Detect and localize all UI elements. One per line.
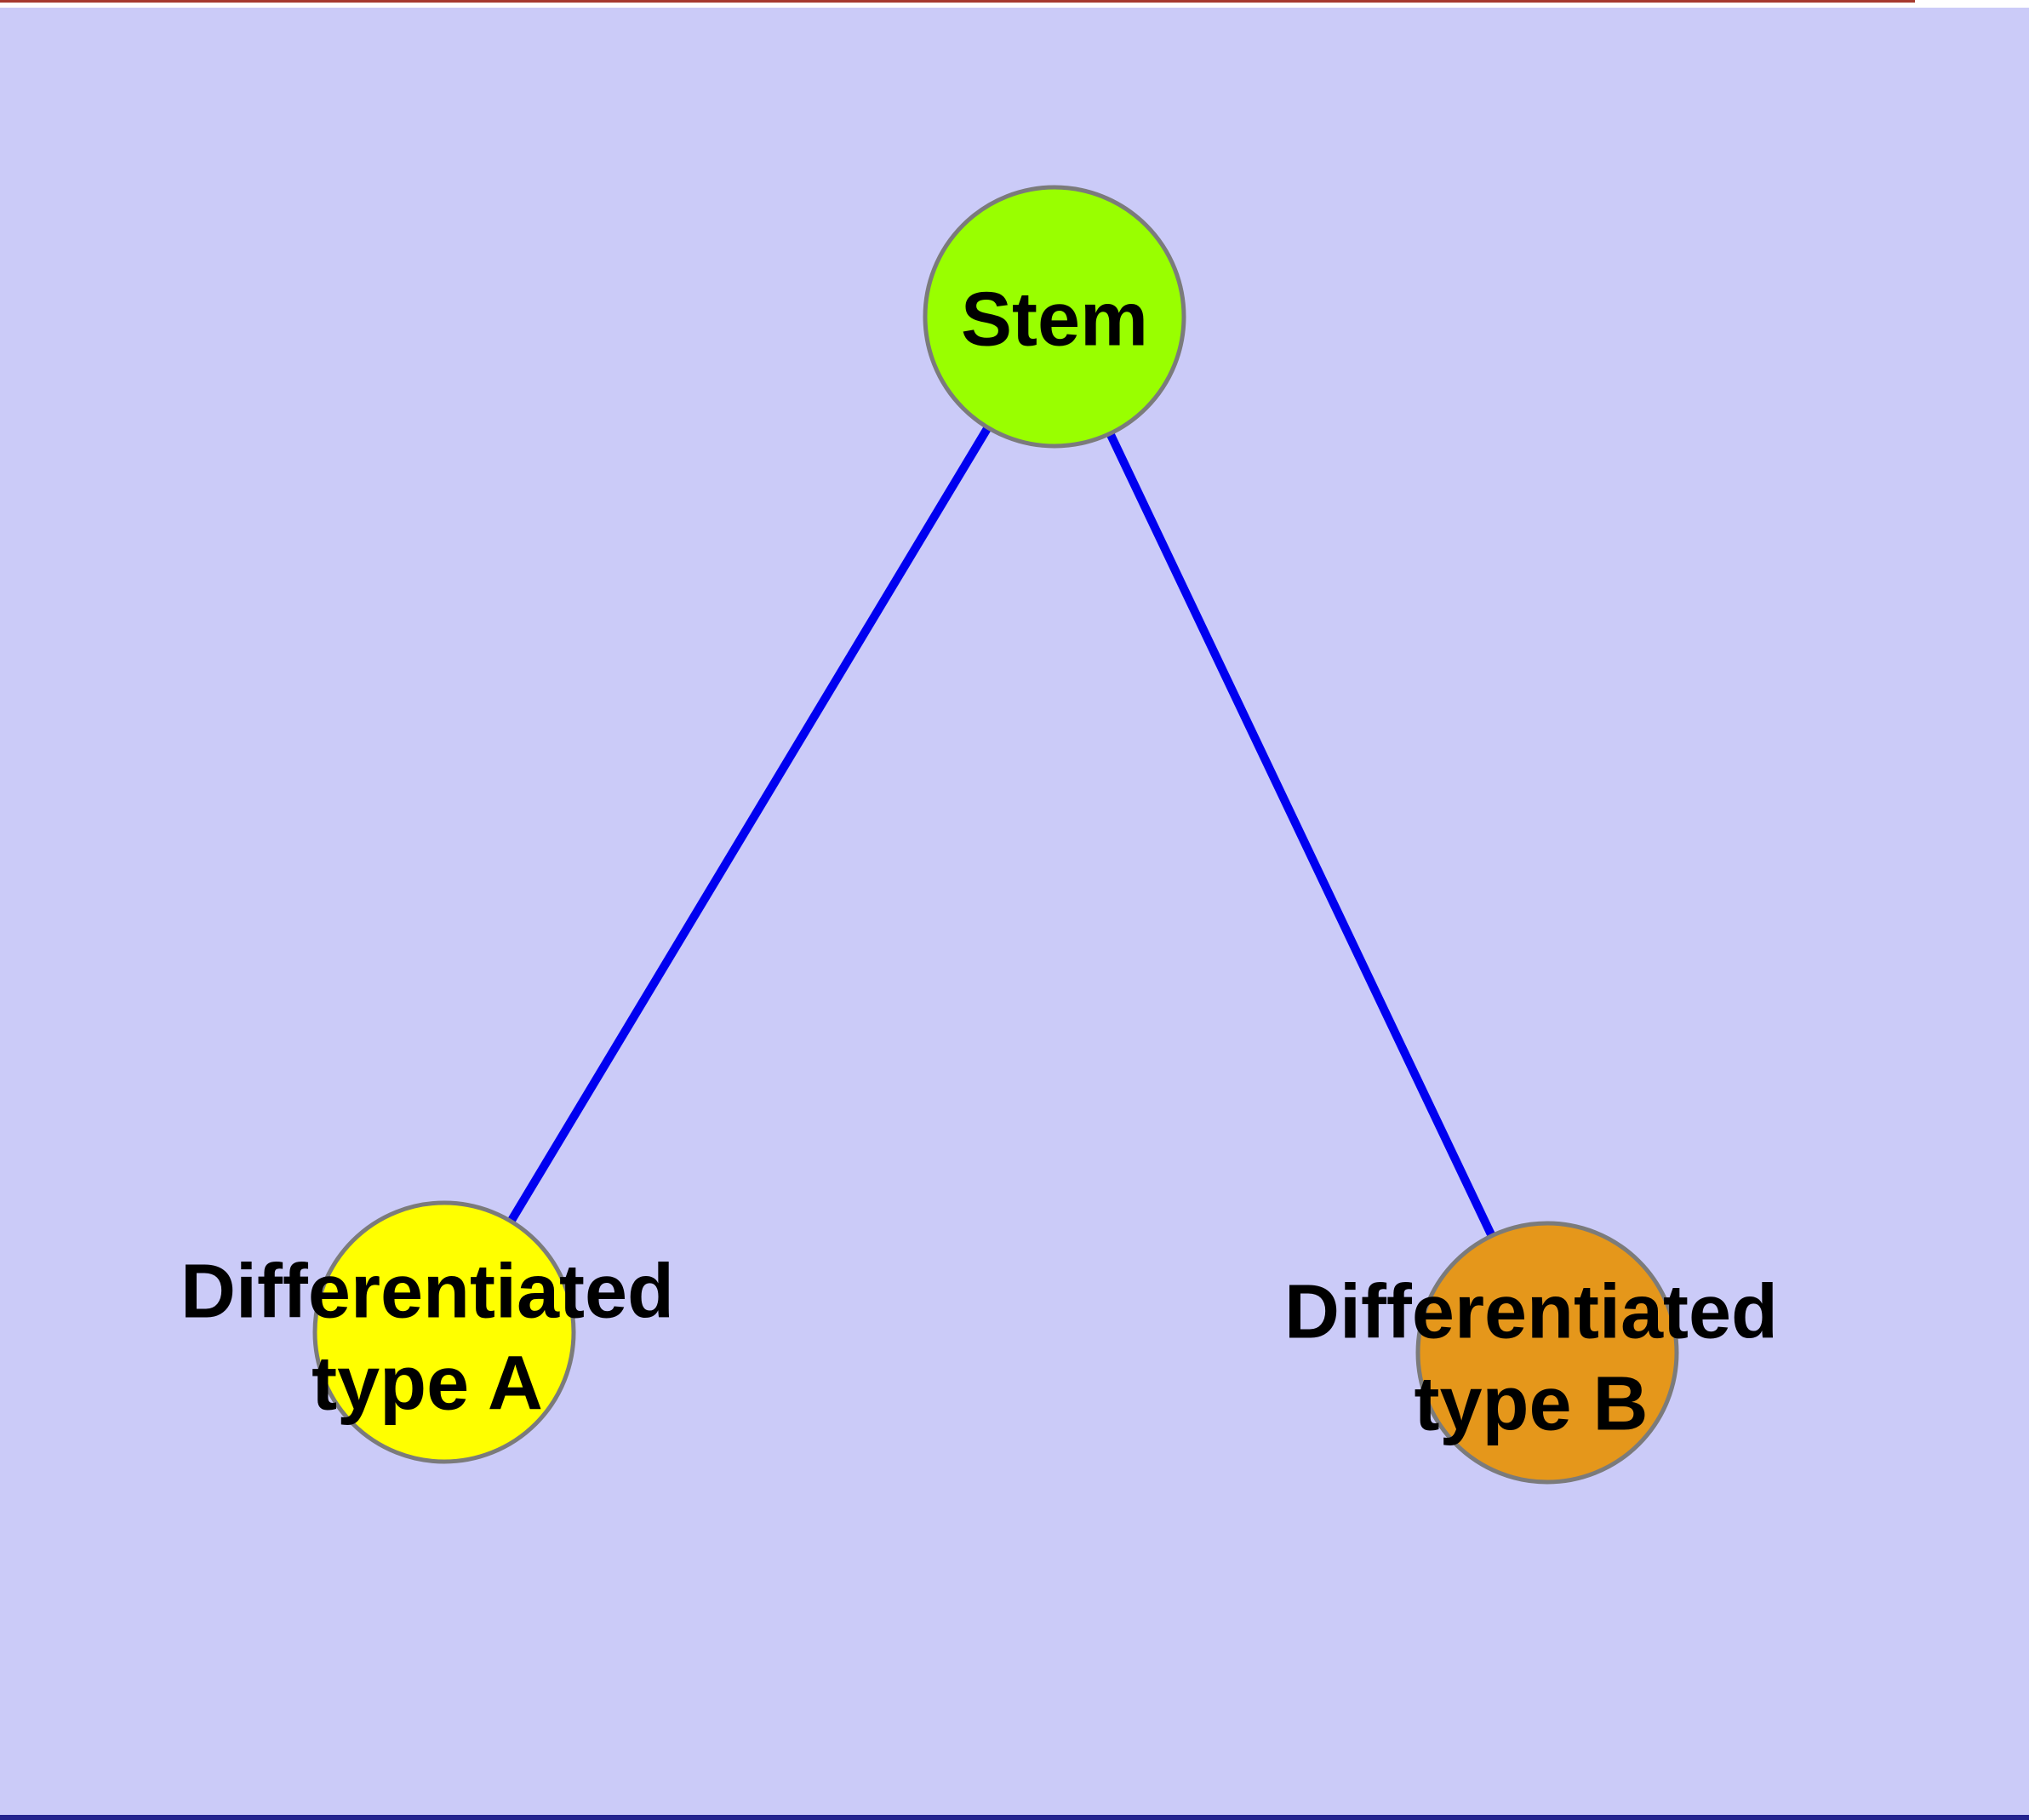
edge-stem-to-differentiated-type-a[interactable] bbox=[440, 314, 1059, 1335]
node-differentiated-type-a[interactable] bbox=[312, 1200, 576, 1464]
node-stem[interactable] bbox=[923, 185, 1186, 449]
window-top-border bbox=[0, 0, 1915, 3]
node-differentiated-type-a-label-line-1: Differentiated bbox=[180, 1249, 674, 1334]
window-bottom-border bbox=[0, 1815, 2029, 1820]
edge-stem-to-differentiated-type-b[interactable] bbox=[1050, 314, 1552, 1355]
node-differentiated-type-b-label-line-1: Differentiated bbox=[1284, 1269, 1778, 1354]
node-differentiated-type-b[interactable] bbox=[1415, 1221, 1679, 1485]
node-stem-label: Stem bbox=[961, 277, 1148, 362]
node-differentiated-type-a-label-line-2: type A bbox=[311, 1341, 543, 1426]
node-stem-label-line-1: Stem bbox=[961, 277, 1148, 362]
node-differentiated-type-b-label-line-2: type B bbox=[1414, 1361, 1648, 1446]
window-top-margin bbox=[0, 0, 2029, 8]
